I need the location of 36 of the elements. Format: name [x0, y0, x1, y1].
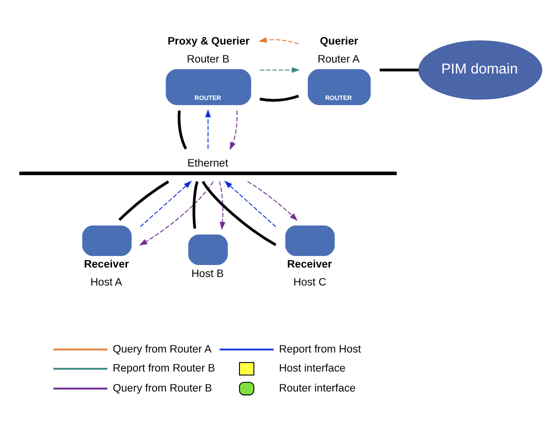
connector	[118, 180, 170, 220]
node-box	[82, 224, 132, 256]
node-label: Router A	[318, 52, 360, 65]
legend-label: Query from Router B	[112, 382, 212, 394]
node-label: Receiver	[287, 258, 332, 270]
arrow	[230, 110, 238, 150]
legend-label: Host interface	[279, 362, 346, 374]
arrow	[140, 180, 192, 227]
node-label: Host B	[191, 268, 224, 280]
node-label: Host C	[293, 276, 326, 288]
node-ellipse: PIM domain	[418, 40, 542, 100]
node-label: Router B	[186, 52, 230, 65]
node-label: Ethernet	[187, 157, 228, 170]
connector	[192, 180, 198, 228]
node-label: Host A	[90, 276, 122, 288]
connector	[178, 110, 188, 149]
node-label: Proxy & Querier	[168, 35, 250, 48]
arrow	[259, 66, 300, 72]
connector	[202, 180, 276, 246]
legend-label: Query from Router A	[112, 342, 212, 355]
arrow	[247, 180, 298, 220]
node-box	[285, 224, 335, 256]
legend-label: Report from Router B	[112, 362, 216, 374]
arrow	[224, 180, 276, 227]
legend-label: Router interface	[279, 382, 356, 394]
connector	[380, 68, 419, 71]
node-box	[19, 171, 397, 175]
arrow	[205, 108, 211, 149]
node-label: Querier	[320, 35, 358, 48]
connector	[260, 94, 299, 102]
arrow	[258, 36, 300, 44]
node-label: Receiver	[84, 258, 129, 270]
arrow	[219, 180, 226, 230]
node-box	[188, 234, 228, 265]
legend-label: Report from Host	[279, 342, 361, 355]
arrow	[139, 180, 214, 246]
